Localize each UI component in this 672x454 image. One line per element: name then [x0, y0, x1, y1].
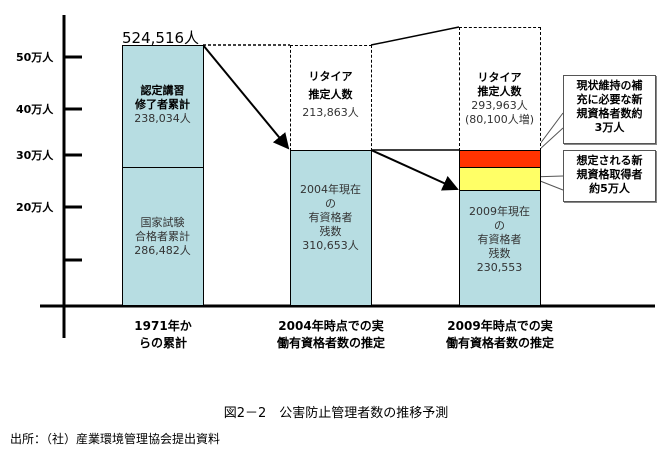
- bar-segment-expected-new: [459, 167, 541, 191]
- x-tick-label: 1971年からの累計: [134, 319, 192, 350]
- arrow-decrease-2009: [370, 149, 459, 191]
- y-tick-label: 40万人: [16, 103, 54, 116]
- total-label: 524,516人: [122, 29, 200, 47]
- bar-segment-certified-course: [122, 45, 204, 168]
- bar-segment-national-exam: [122, 167, 204, 306]
- y-tick-label: 50万人: [16, 51, 54, 64]
- bar-segment-needed-new: [459, 150, 541, 168]
- bar-segment-retire-2004: [290, 45, 372, 151]
- source-note: 出所：（社）産業環境管理協会提出資料: [10, 432, 221, 446]
- x-tick-label: 2009年時点での実働有資格者数の推定: [445, 319, 554, 350]
- bar-segment-remaining-2009: [459, 190, 541, 306]
- arrow-decrease-2004: [202, 44, 290, 150]
- y-tick-label: 30万人: [16, 149, 54, 162]
- callout-expected-new: 想定される新規資格取得者約5万人: [563, 150, 656, 202]
- y-tick-label: 20万人: [16, 201, 54, 214]
- connector: [370, 26, 460, 46]
- bar-segment-retire-2009: [459, 27, 541, 151]
- bar-segment-remaining-2004: [290, 150, 372, 306]
- x-tick-label: 2004年時点での実働有資格者数の推定: [276, 319, 385, 350]
- chart-title: 図2－2 公害防止管理者数の推移予測: [223, 406, 449, 421]
